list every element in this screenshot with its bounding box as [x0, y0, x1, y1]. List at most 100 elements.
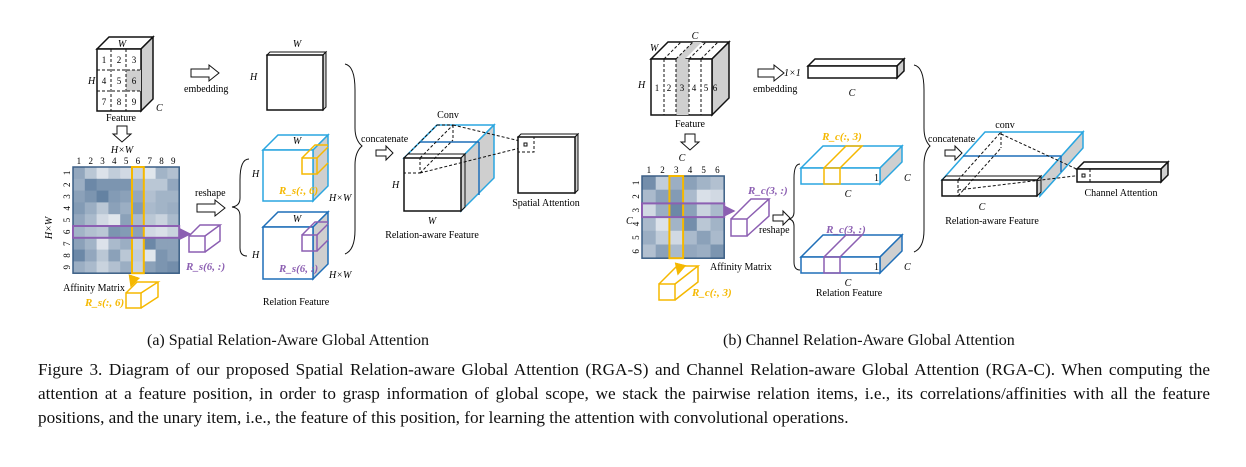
matrix-cell	[73, 167, 86, 180]
matrix-cell	[167, 214, 180, 227]
feature-label: Feature	[675, 119, 706, 130]
feature-cell-label: 1	[102, 55, 107, 65]
matrix-cell	[155, 167, 168, 180]
matrix-cell	[710, 176, 725, 191]
matrix-cell	[696, 217, 711, 232]
matrix-cell	[84, 178, 98, 192]
matrix-cell	[143, 226, 157, 239]
highlight-row	[72, 225, 181, 239]
depth-label: H×W	[328, 270, 353, 281]
matrix-cell	[655, 217, 670, 232]
matrix-top-label: H×W	[110, 145, 135, 156]
matrix-row-tick: 3	[62, 194, 72, 199]
concatenate-label: concatenate	[361, 134, 409, 145]
matrix-cell	[120, 226, 133, 239]
matrix-cell	[155, 214, 168, 227]
matrix-col-tick: 5	[701, 165, 706, 175]
matrix-cell	[108, 167, 121, 180]
feature-slice-label: 4	[692, 83, 697, 93]
matrix-cell	[669, 189, 684, 204]
matrix-top-label: C	[679, 153, 686, 164]
matrix-cell	[167, 237, 180, 251]
affinity-matrix-label: Affinity Matrix	[63, 283, 125, 294]
matrix-cell	[143, 249, 157, 262]
matrix-cell	[710, 244, 725, 259]
dim-h-label: H	[87, 76, 96, 87]
matrix-cell	[96, 261, 109, 274]
relation-aware-feature-label: Relation-aware Feature	[385, 230, 479, 241]
matrix-border	[72, 166, 180, 274]
matrix-cell	[73, 178, 86, 192]
conv-label: Conv	[437, 110, 459, 121]
matrix-cell	[655, 176, 670, 191]
conv-label: conv	[995, 120, 1014, 131]
matrix-cell	[696, 244, 711, 259]
matrix-cell	[84, 249, 98, 262]
vector-dim-label: 1×1	[784, 68, 801, 79]
slice-label: R_s(6, :)	[278, 263, 318, 275]
matrix-cell	[642, 176, 657, 191]
dim-c-label: C	[845, 189, 852, 200]
matrix-cell	[143, 237, 157, 251]
matrix-cell	[96, 178, 109, 192]
figure-caption: Figure 3. Diagram of our proposed Spatia…	[38, 360, 1210, 427]
matrix-cell	[143, 178, 157, 192]
matrix-col-tick: 1	[647, 165, 652, 175]
relation-aware-feature-b: conv C Relation-aware Feature	[940, 120, 1085, 227]
matrix-cell	[120, 202, 133, 215]
matrix-cell	[669, 217, 684, 232]
matrix-row-tick: 4	[62, 206, 72, 211]
matrix-cell	[710, 189, 725, 204]
matrix-cell	[696, 176, 711, 191]
matrix-cell	[683, 217, 698, 232]
matrix-cell	[84, 237, 98, 251]
height-label: 1	[874, 262, 879, 273]
col-slice-block	[658, 265, 701, 301]
matrix-cell	[696, 189, 711, 204]
matrix-cell	[120, 190, 133, 203]
matrix-col-tick: 5	[124, 156, 129, 166]
embedding-label: embedding	[753, 84, 797, 95]
matrix-cell	[710, 230, 725, 245]
matrix-cell	[655, 189, 670, 204]
feature-cell-label: 4	[102, 76, 107, 86]
row-slice-label: R_c(3, :)	[747, 185, 788, 197]
matrix-cell	[108, 214, 121, 227]
matrix-side-label: C	[626, 216, 633, 227]
matrix-cell	[696, 203, 711, 218]
reshape-arrow	[772, 209, 791, 227]
matrix-col-tick: 6	[136, 156, 141, 166]
feature-cell-label: 3	[132, 55, 137, 65]
relation-feature-label: Relation Feature	[263, 297, 330, 308]
matrix-col-tick: 1	[77, 156, 82, 166]
dim-h-label: H	[251, 169, 260, 180]
matrix-cell	[84, 214, 98, 227]
matrix-cell	[710, 217, 725, 232]
feature-slice-label: 1	[655, 83, 660, 93]
feature-slice-label: 3	[680, 83, 685, 93]
matrix-cell	[120, 261, 133, 274]
row-slice-block	[730, 198, 771, 237]
dim-h-label: H	[249, 72, 258, 83]
matrix-row-tick: 7	[62, 241, 72, 246]
matrix-cell	[108, 261, 121, 274]
matrix-col-tick: 8	[159, 156, 164, 166]
matrix-cell	[143, 190, 157, 203]
subcaption-b: (b) Channel Relation-Aware Global Attent…	[723, 332, 1015, 349]
matrix-cell	[132, 190, 145, 203]
matrix-cell	[669, 176, 684, 191]
down-arrow	[111, 125, 133, 143]
matrix-col-tick: 3	[674, 165, 679, 175]
dim-w-label: W	[293, 136, 303, 147]
dim-c-label: C	[692, 31, 699, 42]
dim-w-label: W	[650, 43, 660, 54]
reshape-arrow	[196, 198, 226, 218]
highlight-column	[131, 166, 145, 275]
down-arrow	[679, 133, 701, 151]
matrix-cell	[683, 203, 698, 218]
matrix-row-tick: 6	[62, 229, 72, 234]
dim-w-label: W	[118, 39, 128, 50]
matrix-cell	[143, 214, 157, 227]
